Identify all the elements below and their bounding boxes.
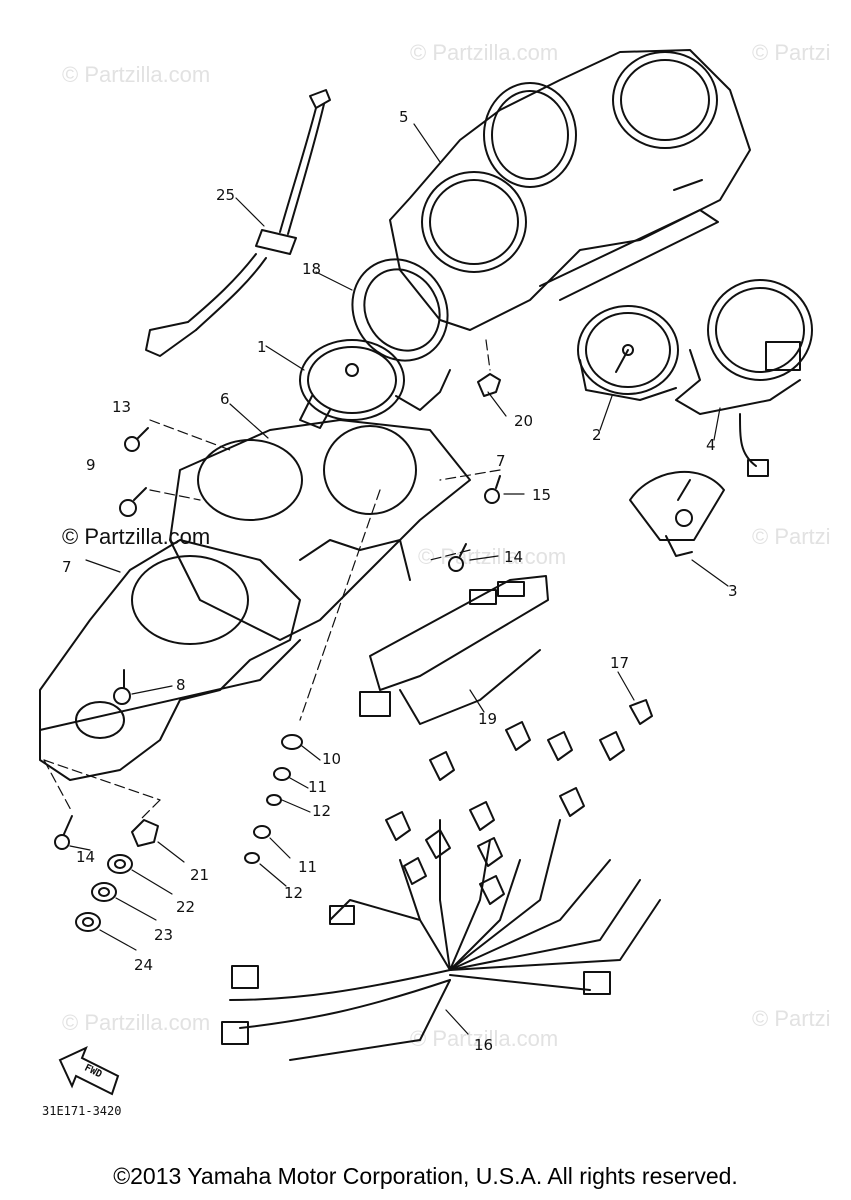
callout-24: 24 <box>134 956 154 974</box>
washer-12b <box>245 853 259 863</box>
clip-11b <box>254 826 270 838</box>
bulb-17 <box>630 700 652 724</box>
callout-21: 21 <box>190 866 210 884</box>
meter-housing-7 <box>40 540 300 780</box>
connector-bulbs <box>386 722 624 904</box>
drawing-code: 31E171-3420 <box>42 1104 122 1118</box>
indicator-unit-19 <box>360 576 548 724</box>
watermark-dark: © Partzilla.com <box>62 524 211 549</box>
nut-24 <box>76 913 100 931</box>
callout-11-lower: 11 <box>298 858 318 876</box>
callout-23: 23 <box>154 926 174 944</box>
callout-18: 18 <box>302 260 322 278</box>
lens-gasket-18 <box>334 242 466 378</box>
callout-19: 19 <box>478 710 498 728</box>
watermark: © Partzi <box>752 40 831 65</box>
callout-4: 4 <box>706 436 716 454</box>
callout-3: 3 <box>728 582 738 600</box>
callout-7-lower: 7 <box>62 558 72 576</box>
meter-1 <box>300 340 450 428</box>
watermark: © Partzilla.com <box>410 1026 559 1051</box>
watermark: © Partzi <box>752 524 831 549</box>
callout-10: 10 <box>322 750 342 768</box>
grommet-23 <box>92 883 116 901</box>
grommet-20 <box>478 374 500 396</box>
wire-harness-16 <box>222 722 660 1060</box>
temp-gauge-3 <box>630 472 724 556</box>
callout-2: 2 <box>592 426 602 444</box>
callout-9: 9 <box>86 456 96 474</box>
dashed-guides <box>44 340 500 820</box>
copyright-notice: ©2013 Yamaha Motor Corporation, U.S.A. A… <box>113 1163 738 1189</box>
screw-13 <box>125 428 148 451</box>
callout-8: 8 <box>176 676 186 694</box>
screw-15 <box>485 476 500 503</box>
speedometer-cable-25 <box>146 90 330 356</box>
watermark: © Partzilla.com <box>410 40 559 65</box>
leader-lines <box>70 124 728 1034</box>
callout-1: 1 <box>257 338 267 356</box>
washer-10 <box>282 735 302 749</box>
callout-6: 6 <box>220 390 230 408</box>
watermark: © Partzilla.com <box>62 1010 211 1035</box>
callout-5: 5 <box>399 108 409 126</box>
grommet-22 <box>108 855 132 873</box>
callout-12-lower: 12 <box>284 884 304 902</box>
callout-11-upper: 11 <box>308 778 328 796</box>
screw-14-lower <box>55 816 72 849</box>
clip-11a <box>274 768 290 780</box>
callout-12-upper: 12 <box>312 802 332 820</box>
callout-13: 13 <box>112 398 132 416</box>
grommet-21 <box>132 820 158 846</box>
screw-8 <box>114 670 130 704</box>
callout-22: 22 <box>176 898 196 916</box>
screw-9 <box>120 488 146 516</box>
callout-14-upper: 14 <box>504 548 524 566</box>
fwd-arrow-icon <box>60 1048 118 1094</box>
watermark: © Partzilla.com <box>62 62 211 87</box>
callout-25: 25 <box>216 186 236 204</box>
callout-20: 20 <box>514 412 534 430</box>
callout-16: 16 <box>474 1036 494 1054</box>
callout-7-upper: 7 <box>496 452 506 470</box>
screw-14-upper <box>449 544 466 571</box>
tachometer-2 <box>578 306 678 400</box>
watermark: © Partzi <box>752 1006 831 1031</box>
meter-cover-5 <box>390 50 750 330</box>
washer-12a <box>267 795 281 805</box>
indicator-gauge-4 <box>676 280 812 476</box>
callout-15: 15 <box>532 486 552 504</box>
callout-14-lower: 14 <box>76 848 96 866</box>
meter-case-6 <box>170 420 470 640</box>
callout-17: 17 <box>610 654 630 672</box>
